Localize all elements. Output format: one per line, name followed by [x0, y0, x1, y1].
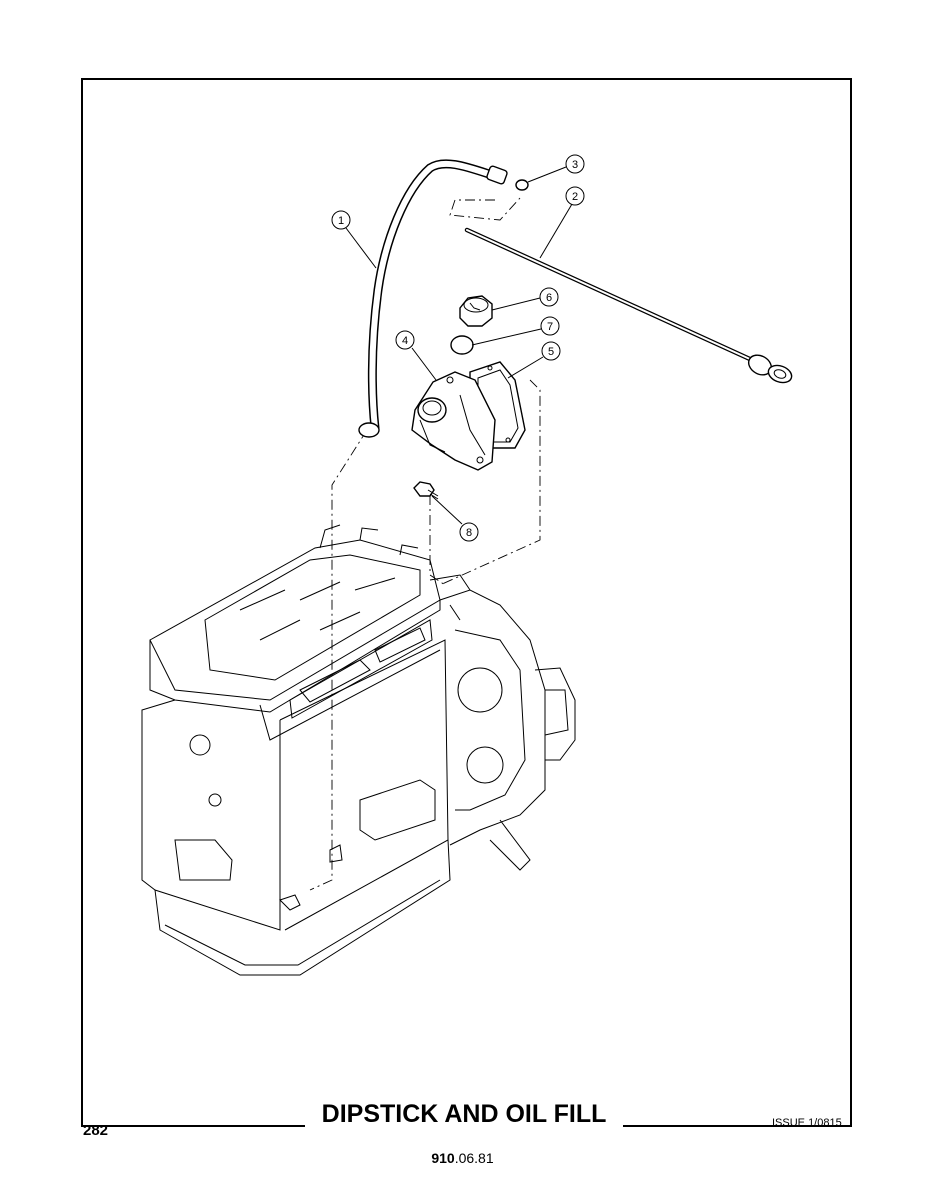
- svg-text:8: 8: [466, 527, 472, 539]
- callout-6: 6: [539, 287, 559, 307]
- dipstick: [464, 227, 793, 384]
- callout-2: 2: [565, 186, 585, 206]
- issue-label: ISSUE 1/0815: [772, 1117, 842, 1129]
- o-ring: [515, 179, 529, 191]
- svg-text:5: 5: [548, 346, 554, 358]
- callout-leaders: [345, 166, 573, 525]
- callout-3: 3: [565, 154, 585, 174]
- page-title-box: DIPSTICK AND OIL FILL: [305, 1094, 623, 1134]
- svg-text:4: 4: [402, 335, 408, 347]
- callout-8: 8: [459, 522, 479, 542]
- svg-text:2: 2: [572, 191, 578, 203]
- page-title: DIPSTICK AND OIL FILL: [321, 1100, 607, 1128]
- document-code-prefix: 910: [431, 1150, 455, 1166]
- svg-text:3: 3: [572, 159, 578, 171]
- engine-block: [141, 524, 576, 976]
- callout-5: 5: [541, 341, 561, 361]
- document-code-suffix: .06.81: [454, 1150, 494, 1166]
- callout-1: 1: [331, 210, 351, 230]
- assembly-lines: [309, 197, 541, 891]
- breather-tube: [358, 159, 508, 438]
- svg-text:6: 6: [546, 292, 552, 304]
- filler-cap: [459, 295, 493, 327]
- callout-7: 7: [540, 316, 560, 336]
- bolt: [413, 481, 439, 500]
- document-code: 910.06.81: [0, 1150, 925, 1166]
- callout-4: 4: [395, 330, 415, 350]
- oil-fill-housing: [411, 371, 496, 471]
- svg-text:7: 7: [547, 321, 553, 333]
- page-number: 282: [83, 1122, 109, 1139]
- cap-seal: [450, 335, 474, 355]
- svg-text:1: 1: [338, 215, 344, 227]
